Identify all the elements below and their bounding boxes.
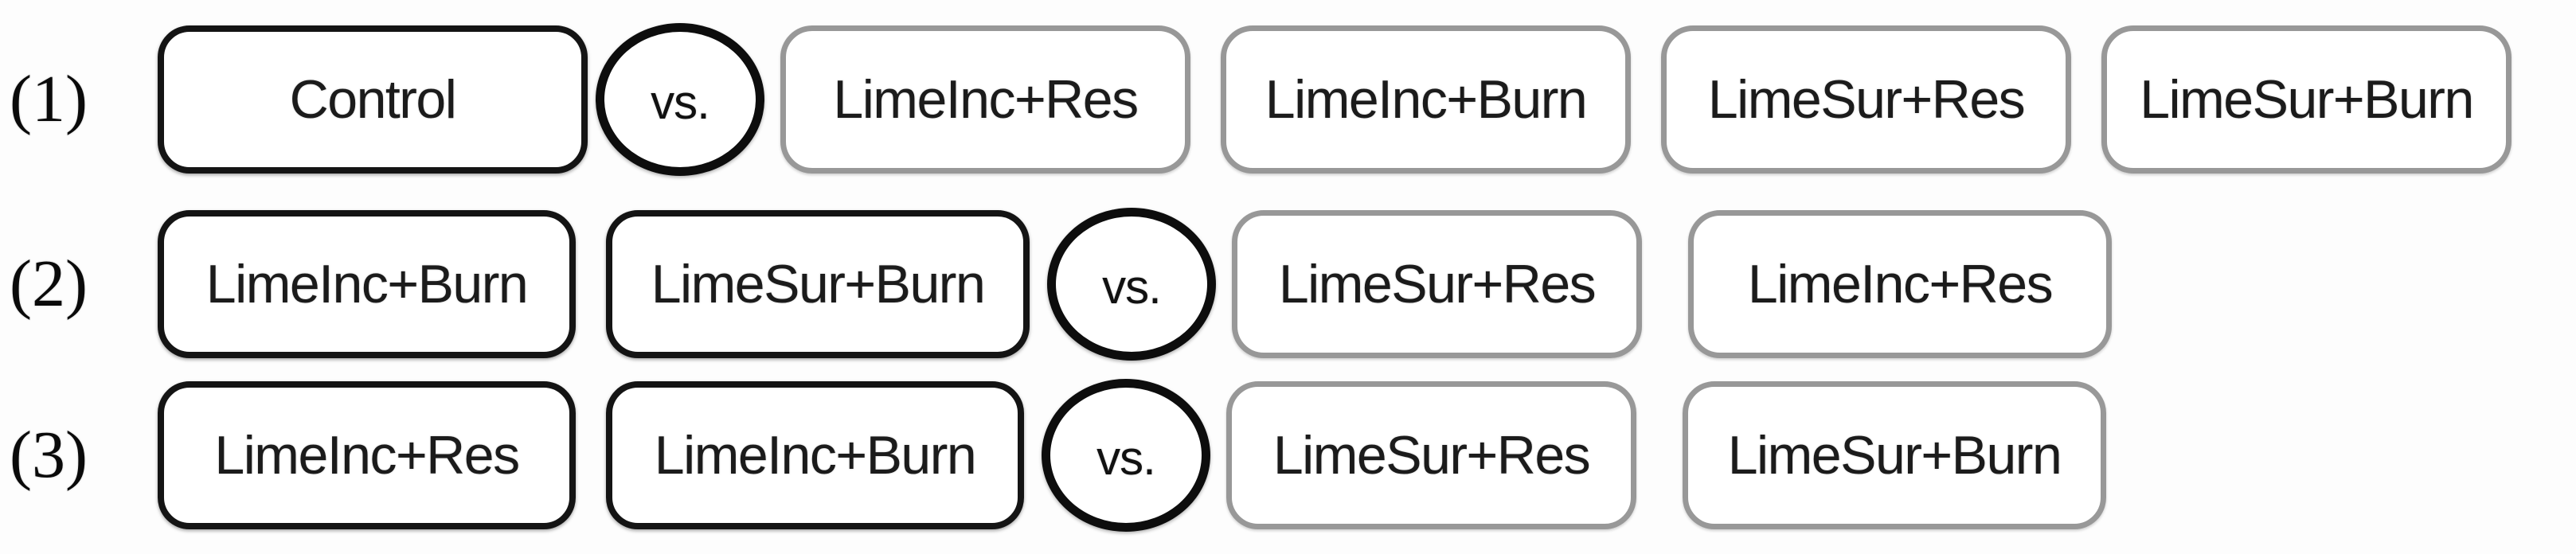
vs-label: vs. <box>1096 431 1156 485</box>
treatment-box-limesur-burn: LimeSur+Burn <box>2101 25 2512 174</box>
treatment-box-limeinc-burn: LimeInc+Burn <box>158 210 576 358</box>
vs-label: vs. <box>1102 259 1162 314</box>
treatment-box-limeinc-res: LimeInc+Res <box>158 381 576 529</box>
treatment-box-limeinc-res: LimeInc+Res <box>780 25 1190 174</box>
treatment-box-limesur-burn: LimeSur+Burn <box>606 210 1030 358</box>
treatment-box-limesur-res: LimeSur+Res <box>1226 381 1636 529</box>
vs-circle: vs. <box>1047 208 1216 361</box>
treatment-box-control: Control <box>158 25 588 174</box>
treatment-box-limesur-res: LimeSur+Res <box>1661 25 2071 174</box>
treatment-box-limeinc-burn: LimeInc+Burn <box>606 381 1024 529</box>
contrast-row-2: (2) LimeInc+Burn LimeSur+Burn vs. LimeSu… <box>0 208 2576 361</box>
row-3-number: (3) <box>10 418 88 492</box>
treatment-box-limesur-res: LimeSur+Res <box>1232 210 1642 358</box>
treatment-box-limeinc-burn: LimeInc+Burn <box>1221 25 1631 174</box>
treatment-box-limesur-burn: LimeSur+Burn <box>1683 381 2106 529</box>
treatment-box-limeinc-res: LimeInc+Res <box>1688 210 2112 358</box>
contrast-row-1: (1) Control vs. LimeInc+Res LimeInc+Burn… <box>0 23 2576 176</box>
contrast-row-3: (3) LimeInc+Res LimeInc+Burn vs. LimeSur… <box>0 379 2576 532</box>
row-1-number: (1) <box>10 62 88 136</box>
vs-circle: vs. <box>1042 379 1210 532</box>
vs-circle: vs. <box>596 23 764 176</box>
vs-label: vs. <box>651 75 710 129</box>
row-2-number: (2) <box>10 247 88 321</box>
